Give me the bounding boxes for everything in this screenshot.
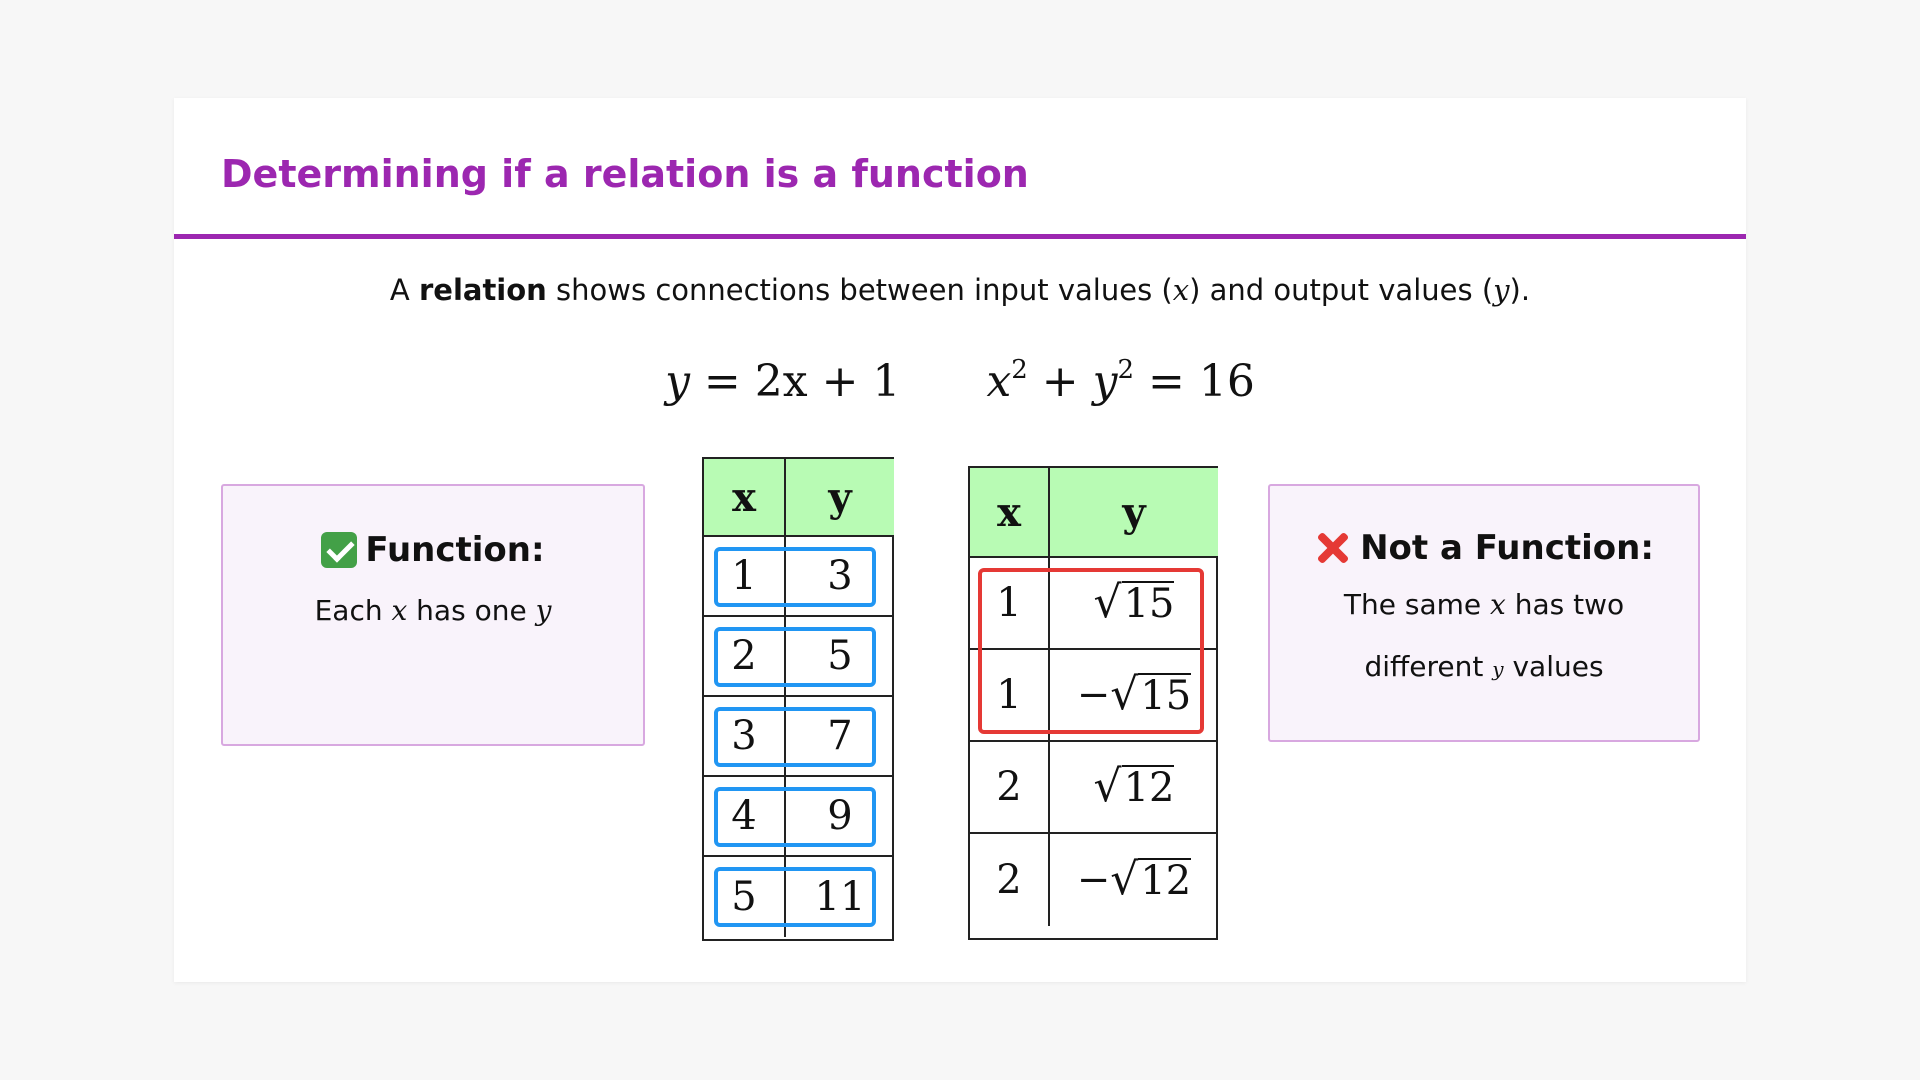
function-table-cell: 5 [786,617,894,697]
not-function-panel: Not a Function: The same x has two diffe… [1268,484,1700,742]
page-title: Determining if a relation is a function [221,152,1029,196]
function-table-header-y: y [786,459,894,537]
square-root-icon: √12 [1093,761,1175,812]
not-function-panel-text: The same x has two different y values [1314,574,1654,700]
function-table-cell: 2 [704,617,786,697]
cross-icon [1314,529,1352,567]
non-function-table-x-cell: 2 [970,742,1050,834]
function-table-cell: 1 [704,537,786,617]
slide-card: Determining if a relation is a function … [174,98,1746,982]
y-radicand: 15 [1138,673,1192,719]
function-panel-text: Each x has one y [223,580,643,642]
square-root-icon: √12 [1110,854,1192,905]
square-root-icon: √15 [1093,577,1175,628]
function-row-outline [714,627,876,687]
function-table-cell: 5 [704,857,786,937]
intro-mid: ) and output values ( [1189,273,1494,307]
equations-row: y = 2x + 1 x2 + y2 = 16 [174,355,1746,407]
circle-y: y [1092,356,1118,407]
title-divider [174,234,1746,239]
function-table-cell: 11 [814,874,866,920]
function-row-outline [714,707,876,767]
square-root-icon: √15 [1110,669,1192,720]
circle-y-exponent: 2 [1117,355,1135,385]
linear-lhs: y [665,356,690,407]
non-function-table-y-cell: √12 [1050,742,1218,834]
intro-y-var: y [1493,273,1510,307]
non-function-table-x-cell: 1 [970,650,1050,742]
function-table-cell: 9 [786,777,894,857]
function-table-cell: 3 [786,537,894,617]
y-radicand: 15 [1121,581,1175,627]
linear-equation: y = 2x + 1 [665,356,900,407]
function-row-outline [714,867,876,927]
circle-rhs: 16 [1198,356,1255,407]
function-row-outline [714,787,876,847]
function-table-cell: 3 [704,697,786,777]
non-function-table-header-y: y [1050,468,1218,558]
y-sign: − [1076,672,1111,718]
linear-rhs: 2x + 1 [754,356,901,407]
check-icon [321,532,358,568]
not-function-title-text: Not a Function: [1360,528,1654,568]
function-title-text: Function: [365,530,545,570]
intro-lead: A [389,273,419,307]
function-table-cell: 7 [786,697,894,777]
non-function-table-x-cell: 1 [970,558,1050,650]
not-function-text-mid: has two different [1364,588,1625,683]
function-x-var: x [391,594,408,627]
function-panel: Function: Each x has one y [221,484,645,746]
intro-x-var: x [1172,273,1190,307]
function-text-before: Each [314,594,392,627]
circle-x-exponent: 2 [1011,355,1028,385]
function-text-mid: has one [407,594,536,627]
intro-bold-term: relation [418,273,547,307]
y-radicand: 12 [1138,858,1192,904]
not-function-y-var: y [1492,657,1504,681]
function-panel-title: Function: [223,530,643,570]
circle-plus: + [1027,356,1093,407]
circle-x: x [986,356,1012,407]
circle-equals: = [1134,356,1199,407]
non-function-table-header-x: x [970,468,1050,558]
non-function-table-y-cell: −√15 [1050,650,1218,742]
linear-equals: = [689,356,755,407]
non-function-table-y-cell: −√12 [1050,834,1218,926]
y-sign: − [1076,857,1111,903]
function-row-outline [714,547,876,607]
y-radicand: 12 [1121,765,1175,811]
circle-equation: x2 + y2 = 16 [986,355,1254,407]
duplicate-x-outline [978,568,1204,734]
non-function-table-y-cell: √15 [1050,558,1218,650]
non-function-table-x-cell: 2 [970,834,1050,926]
function-y-var: y [535,594,552,627]
function-table-header-x: x [704,459,786,537]
not-function-panel-title: Not a Function: [1270,528,1698,568]
intro-end: ). [1509,273,1531,307]
not-function-x-var: x [1490,588,1506,621]
intro-text: A relation shows connections between inp… [174,273,1746,307]
function-table-cell: 4 [704,777,786,857]
not-function-text-after: values [1503,650,1604,683]
intro-rest: shows connections between input values ( [546,273,1173,307]
not-function-text-before: The same [1343,588,1490,621]
